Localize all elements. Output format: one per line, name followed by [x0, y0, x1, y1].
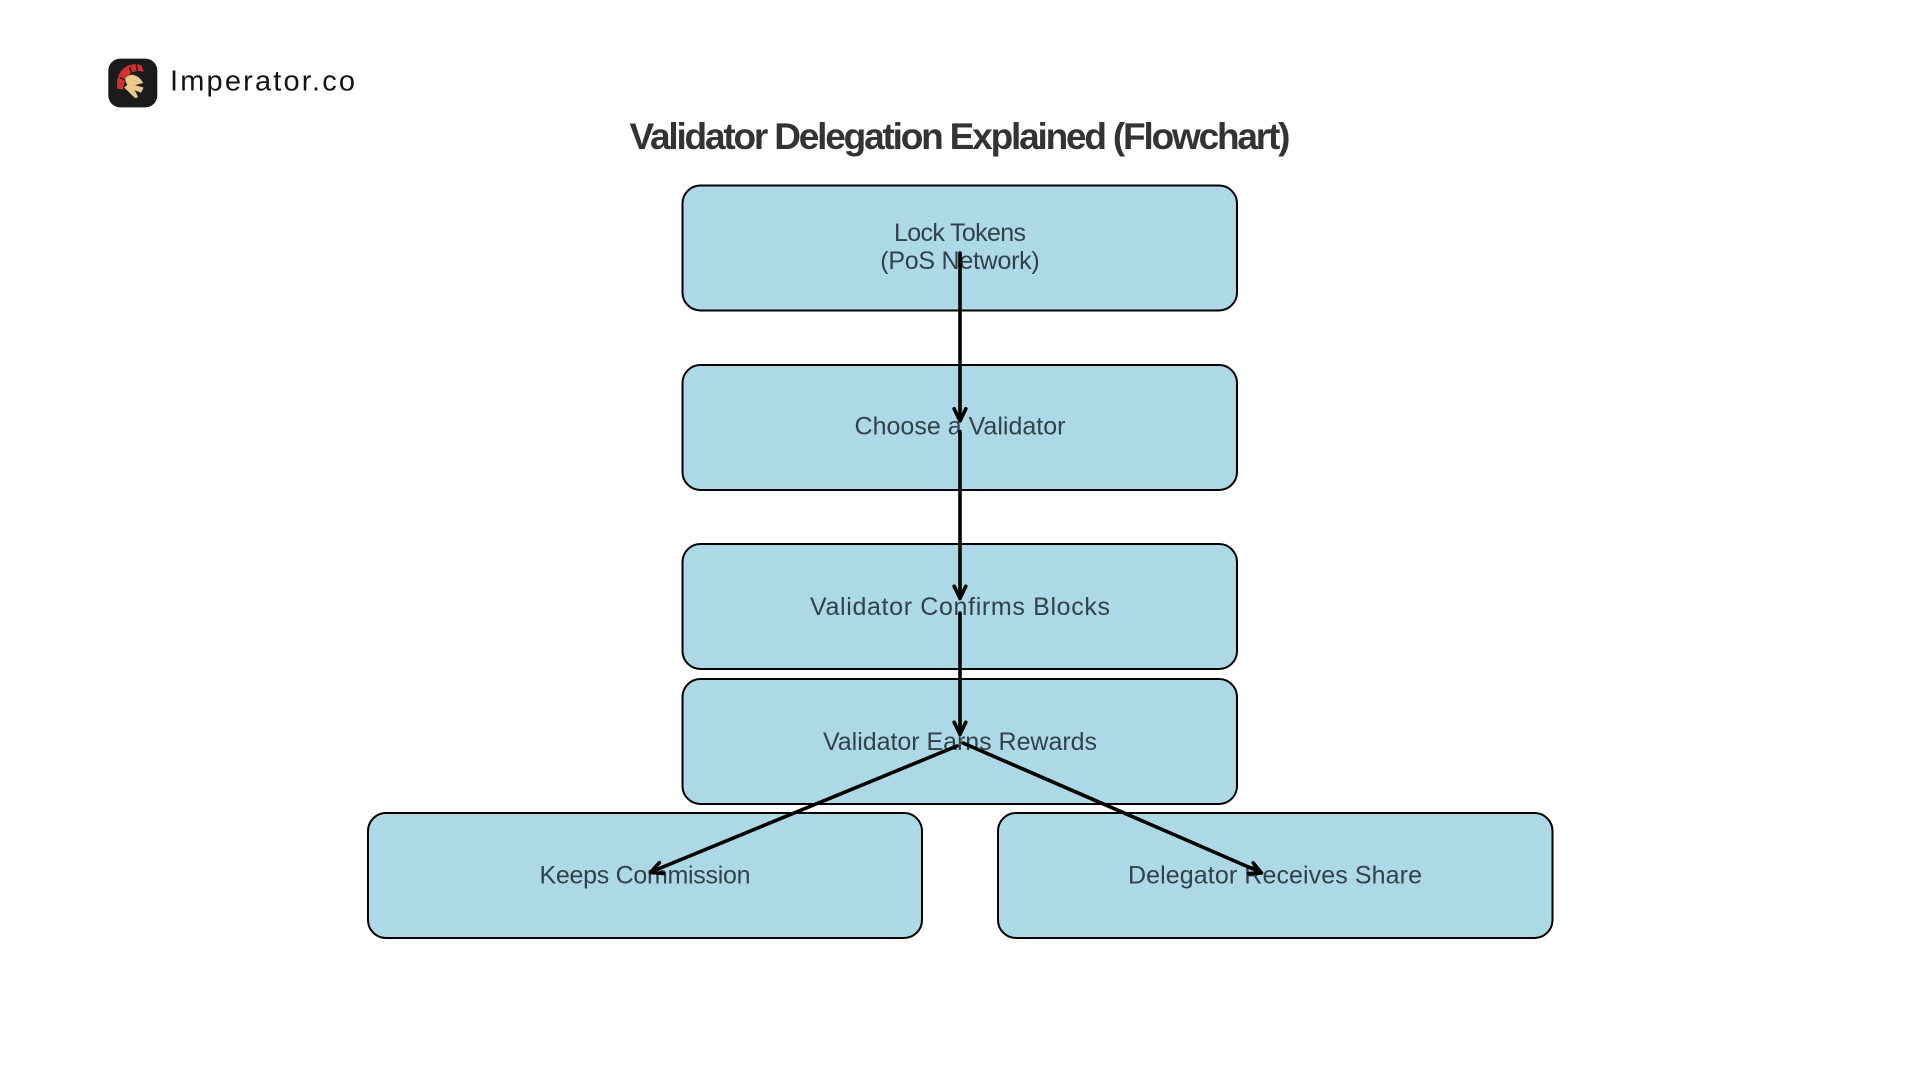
svg-text:Lock Tokens: Lock Tokens	[894, 219, 1026, 247]
svg-text:Keeps Commission: Keeps Commission	[540, 862, 751, 890]
svg-text:Imperator.co: Imperator.co	[170, 66, 355, 98]
svg-text:Validator Delegation Explained: Validator Delegation Explained (Flowchar…	[630, 116, 1291, 157]
svg-text:Delegator Receives Share: Delegator Receives Share	[1128, 862, 1422, 890]
